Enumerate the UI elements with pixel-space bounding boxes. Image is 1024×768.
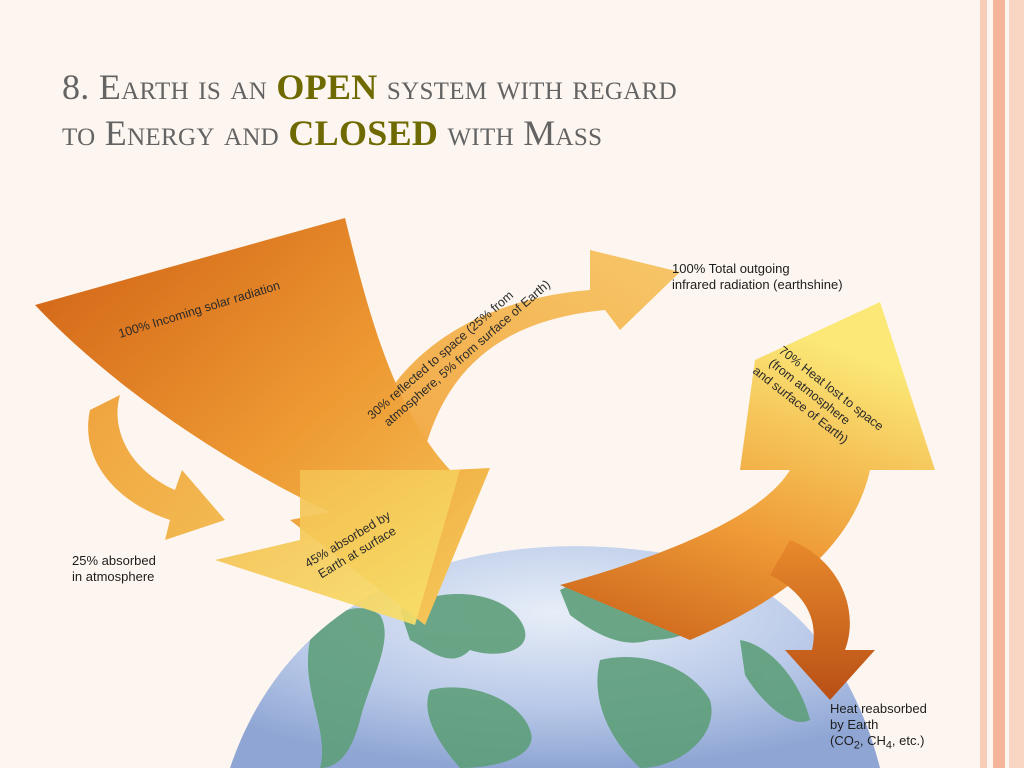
reflected-arrow — [355, 250, 680, 470]
title-open-emphasis: OPEN — [276, 67, 378, 107]
heat-reabsorbed-label: Heat reabsorbed by Earth (CO2, CH4, etc.… — [830, 701, 927, 754]
heat-reabsorbed-line3: (CO2, CH4, etc.) — [830, 733, 927, 754]
absorbed-atmosphere-label: 25% absorbed in atmosphere — [72, 553, 156, 585]
title-text-part2: system with regard — [377, 67, 677, 107]
total-outgoing-label: 100% Total outgoing infrared radiation (… — [672, 261, 843, 293]
slide-title: 8. Earth is an OPEN system with regard t… — [62, 64, 942, 156]
title-closed-emphasis: CLOSED — [288, 113, 439, 153]
absorbed-atmosphere-arrow — [88, 395, 225, 540]
absorbed-atmosphere-line1: 25% absorbed — [72, 553, 156, 568]
heat-reabsorbed-line2: by Earth — [830, 717, 879, 732]
decorative-right-stripe — [980, 0, 987, 768]
reflected-label-line2: atmosphere, 5% from surface of Earth) — [381, 277, 553, 429]
reabsorbed-sub-4: 4 — [885, 739, 892, 752]
reabsorbed-etc: , etc.) — [891, 733, 925, 748]
absorbed-atmosphere-line2: in atmosphere — [72, 569, 155, 584]
absorbed-surface-arrow — [215, 470, 460, 625]
title-text-part1: 8. Earth is an — [62, 67, 277, 107]
heat-lost-arrow — [560, 302, 935, 640]
title-text-part3: to Energy and — [62, 113, 289, 153]
decorative-right-stripe — [993, 0, 1005, 768]
reabsorbed-ch: , CH — [859, 733, 886, 748]
title-text-part4: with Mass — [438, 113, 603, 153]
heat-reabsorbed-line1: Heat reabsorbed — [830, 701, 927, 716]
reabsorbed-co: (CO — [830, 733, 854, 748]
total-outgoing-line2: infrared radiation (earthshine) — [672, 277, 843, 292]
total-outgoing-line1: 100% Total outgoing — [672, 261, 790, 276]
heat-reabsorbed-arrow — [770, 540, 875, 700]
decorative-right-stripe — [1009, 0, 1024, 768]
reabsorbed-sub-2: 2 — [853, 739, 860, 752]
